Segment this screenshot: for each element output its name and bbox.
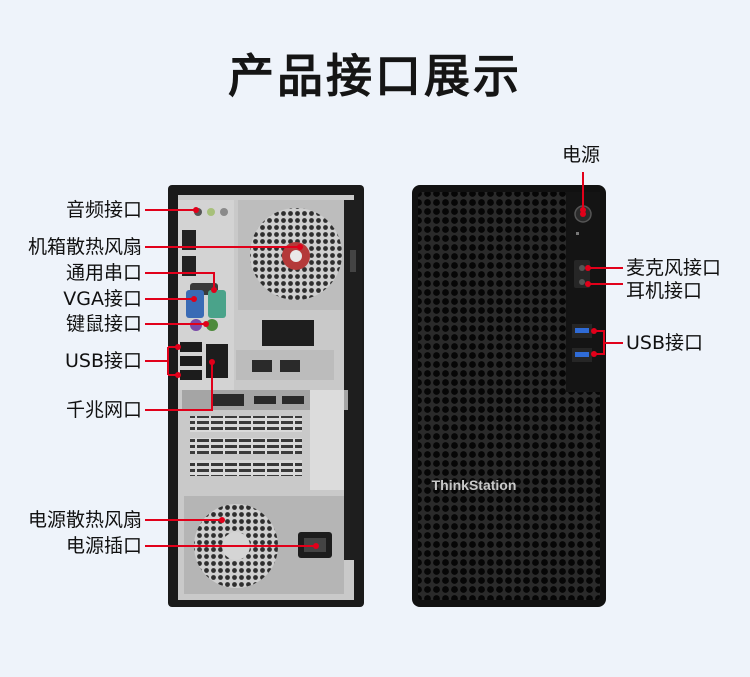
label-serial-port: 通用串口 bbox=[65, 262, 142, 284]
label-power-socket: 电源插口 bbox=[65, 535, 142, 557]
label-ps2-port: 键鼠接口 bbox=[65, 313, 142, 335]
callout-dots bbox=[175, 207, 597, 549]
callout-lines bbox=[145, 172, 623, 547]
brand-logo: ThinkStation bbox=[432, 477, 517, 493]
label-audio-port: 音频接口 bbox=[65, 199, 142, 221]
back-panel bbox=[168, 185, 364, 607]
label-back-usb: USB接口 bbox=[64, 350, 142, 372]
label-lan-port: 千兆网口 bbox=[65, 399, 142, 421]
label-power-button: 电源 bbox=[562, 144, 601, 166]
label-front-usb: USB接口 bbox=[626, 332, 704, 354]
label-headphone-port: 耳机接口 bbox=[626, 280, 703, 302]
label-chassis-fan: 机箱散热风扇 bbox=[27, 236, 142, 258]
label-psu-fan: 电源散热风扇 bbox=[27, 509, 142, 531]
front-panel bbox=[412, 185, 606, 607]
page-title: 产品接口展示 bbox=[228, 49, 522, 103]
label-vga-port: VGA接口 bbox=[63, 288, 142, 310]
label-mic-port: 麦克风接口 bbox=[626, 257, 722, 279]
